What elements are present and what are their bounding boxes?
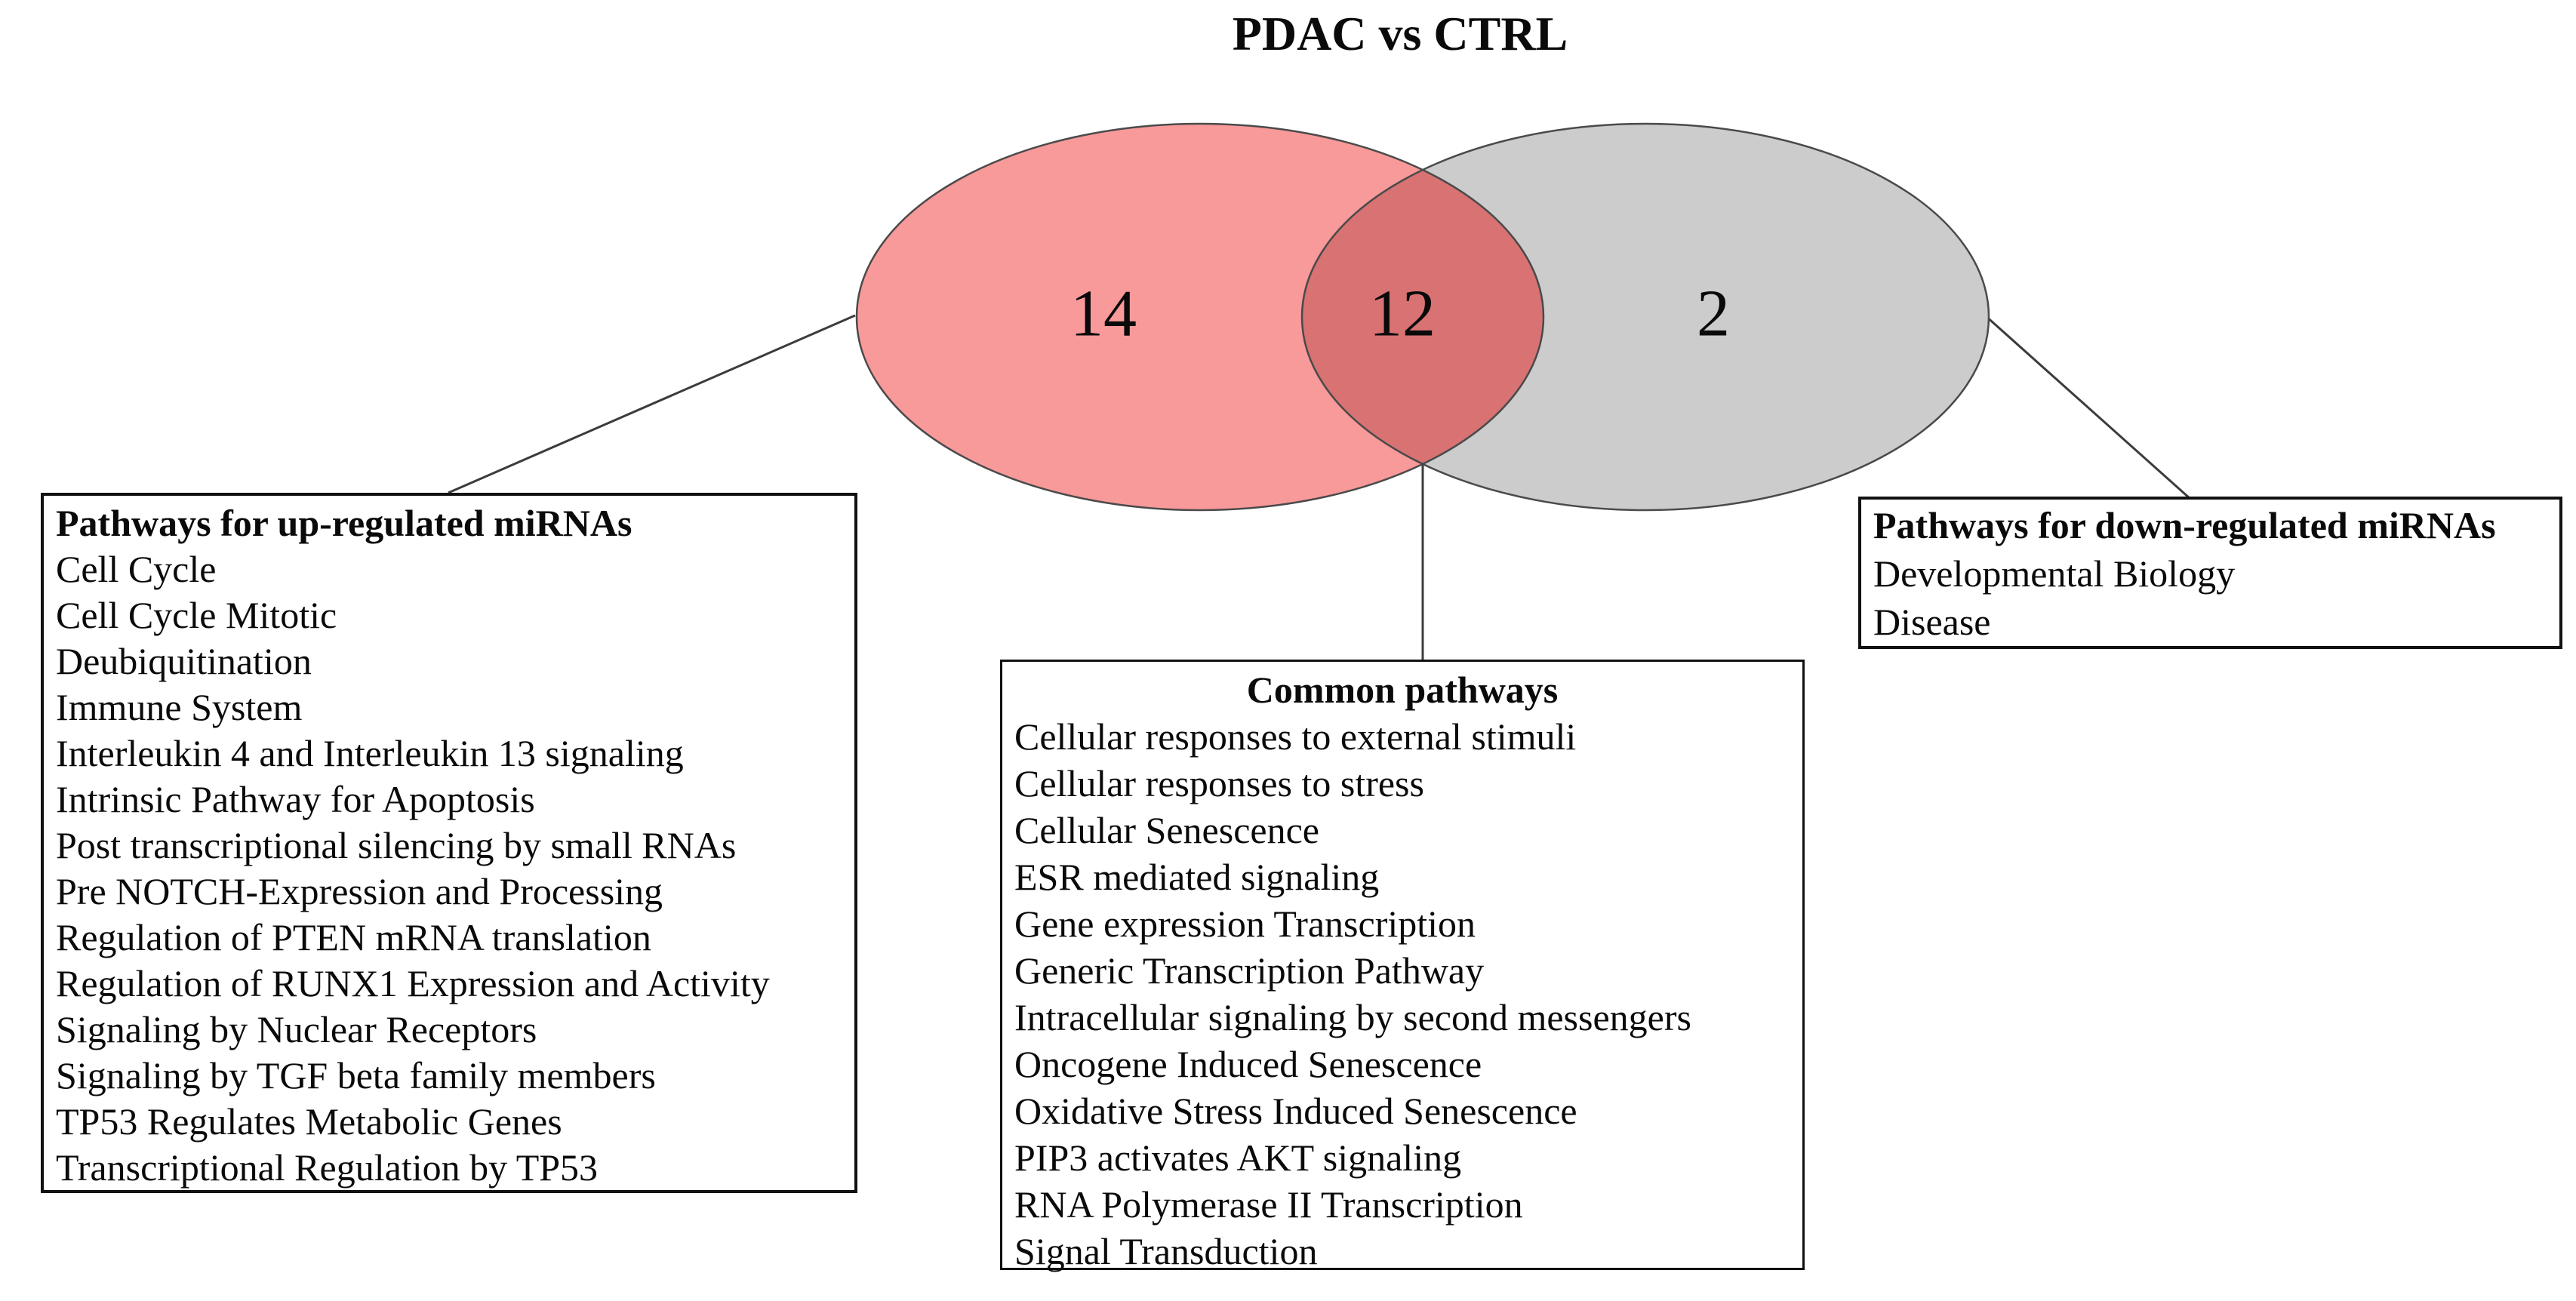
pathway-item: Cell Cycle bbox=[56, 548, 217, 590]
figure-title: PDAC vs CTRL bbox=[1232, 7, 1568, 60]
pathway-item: Post transcriptional silencing by small … bbox=[56, 824, 737, 866]
venn-count-up: 14 bbox=[1070, 277, 1137, 351]
connector-right-line bbox=[1984, 314, 2191, 500]
pathway-item: Generic Transcription Pathway bbox=[1014, 949, 1485, 992]
common-pathways-title: Common pathways bbox=[1246, 669, 1559, 711]
pathway-item: Cellular Senescence bbox=[1014, 809, 1319, 851]
pathway-item: Developmental Biology bbox=[1873, 552, 2236, 595]
pathway-item: Signaling by TGF beta family members bbox=[56, 1054, 656, 1096]
down-regulated-pathways-box: Pathways for down-regulated miRNAs Devel… bbox=[1858, 497, 2562, 649]
venn-ellipse-up-outline bbox=[855, 122, 1545, 512]
up-regulated-pathways-box: Pathways for up-regulated miRNAs Cell Cy… bbox=[41, 493, 857, 1193]
pathway-item: Cellular responses to stress bbox=[1014, 762, 1424, 804]
down-regulated-pathways-title: Pathways for down-regulated miRNAs bbox=[1873, 504, 2496, 546]
pathway-item: TP53 Regulates Metabolic Genes bbox=[56, 1100, 562, 1143]
pathway-item: Cellular responses to external stimuli bbox=[1014, 715, 1577, 758]
up-regulated-pathways-title: Pathways for up-regulated miRNAs bbox=[56, 502, 632, 544]
pathway-item: Oxidative Stress Induced Senescence bbox=[1014, 1090, 1577, 1132]
pathway-item: Signal Transduction bbox=[1014, 1230, 1318, 1272]
pathway-item: Disease bbox=[1873, 601, 1991, 643]
venn-count-down: 2 bbox=[1697, 277, 1730, 351]
pathway-item: Oncogene Induced Senescence bbox=[1014, 1043, 1482, 1085]
venn-ellipse-down-outline bbox=[1300, 122, 1990, 512]
pathway-item: ESR mediated signaling bbox=[1014, 856, 1380, 898]
pathway-item: Deubiquitination bbox=[56, 640, 312, 682]
pathway-item: Pre NOTCH-Expression and Processing bbox=[56, 870, 663, 912]
pathway-item: Regulation of RUNX1 Expression and Activ… bbox=[56, 962, 770, 1004]
pathway-item: Intracellular signaling by second messen… bbox=[1014, 996, 1691, 1038]
pathway-item: Regulation of PTEN mRNA translation bbox=[56, 916, 651, 958]
pathway-item: PIP3 activates AKT signaling bbox=[1014, 1136, 1462, 1179]
venn-overlap-region bbox=[1302, 124, 1543, 510]
connector-left-line bbox=[448, 314, 856, 494]
venn-count-common: 12 bbox=[1369, 277, 1436, 351]
pathway-item: Immune System bbox=[56, 686, 303, 728]
pathway-item: RNA Polymerase II Transcription bbox=[1014, 1183, 1523, 1226]
pathway-item: Interleukin 4 and Interleukin 13 signali… bbox=[56, 732, 684, 774]
pathway-item: Signaling by Nuclear Receptors bbox=[56, 1008, 537, 1050]
pathway-item: Cell Cycle Mitotic bbox=[56, 594, 337, 636]
common-pathways-box: Common pathways Cellular responses to ex… bbox=[1000, 660, 1805, 1272]
pathway-item: Transcriptional Regulation by TP53 bbox=[56, 1146, 599, 1189]
pathway-item: Intrinsic Pathway for Apoptosis bbox=[56, 778, 535, 820]
pathway-item: Gene expression Transcription bbox=[1014, 903, 1476, 945]
